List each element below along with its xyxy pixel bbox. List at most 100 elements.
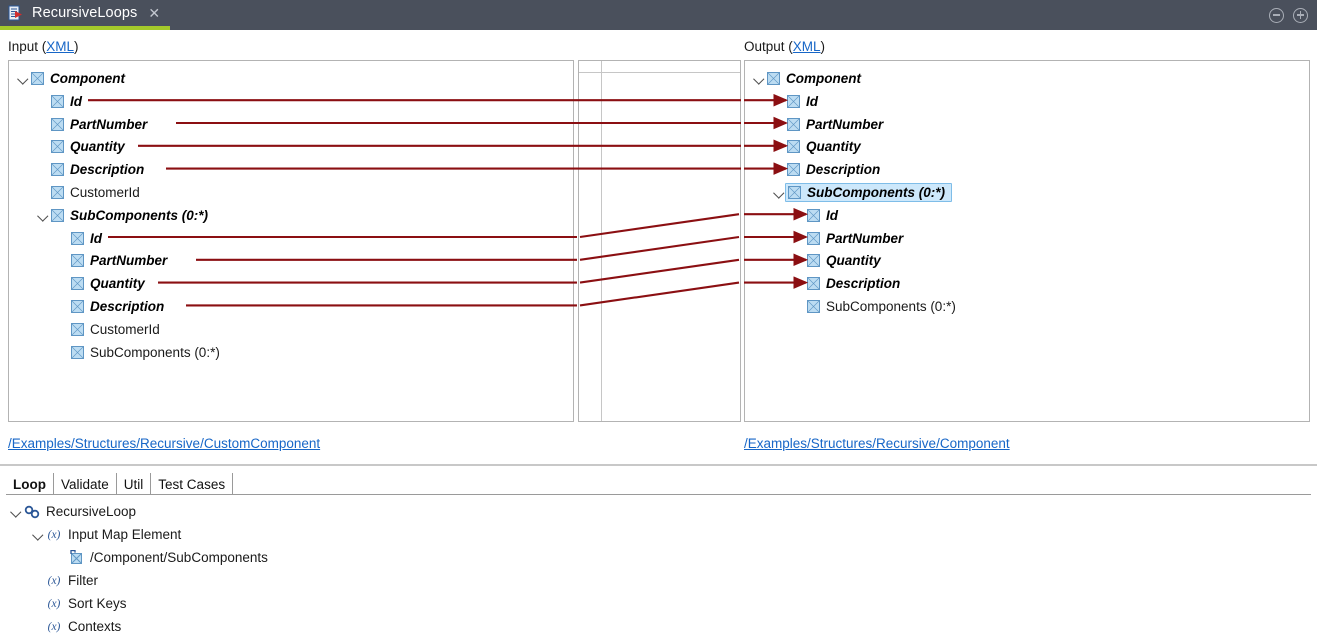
output-label-suffix: ) [820, 39, 826, 54]
input-node-label: PartNumber [90, 253, 168, 269]
input-node-label: Quantity [90, 276, 145, 292]
element-icon [767, 72, 780, 85]
output-node-label: Description [826, 276, 901, 292]
input-tree-row[interactable]: Quantity [35, 135, 125, 158]
chevron-down-icon[interactable] [771, 185, 787, 201]
element-icon [787, 117, 800, 131]
chevron-down-icon[interactable] [15, 71, 31, 87]
input-node-label: CustomerId [70, 185, 140, 200]
input-tree-row[interactable]: Component [15, 67, 125, 90]
loop-tree-row[interactable]: /Component/SubComponents [52, 546, 268, 569]
chevron-down-icon[interactable] [35, 207, 51, 223]
input-tree-row[interactable]: CustomerId [35, 181, 140, 204]
element-icon [71, 231, 84, 245]
input-node-label: Id [90, 230, 102, 246]
loop-node-label: Sort Keys [68, 596, 127, 611]
output-xml-link[interactable]: XML [792, 39, 821, 54]
bottom-tab-util[interactable]: Util [117, 473, 152, 495]
output-tree-row[interactable]: Component [751, 67, 861, 90]
chevron-down-icon[interactable] [30, 527, 46, 543]
input-tree-row[interactable]: Description [35, 158, 144, 181]
output-node-label: SubComponents (0:*) [807, 185, 945, 200]
input-tree-row[interactable]: Id [55, 227, 102, 250]
input-tree-row[interactable]: Quantity [55, 272, 145, 295]
output-tree-row[interactable]: PartNumber [791, 227, 903, 250]
chevron-down-icon[interactable] [8, 504, 24, 520]
bottom-tab-validate[interactable]: Validate [54, 473, 117, 495]
input-node-label: Quantity [70, 139, 125, 155]
selected-node-highlight[interactable]: SubComponents (0:*) [785, 183, 952, 202]
output-node-label: PartNumber [826, 230, 904, 246]
output-tree-row[interactable]: Description [771, 158, 880, 181]
loop-node-label: Contexts [68, 619, 122, 634]
output-pane-label: Output (XML) [744, 39, 825, 54]
output-tree-row[interactable]: Description [791, 272, 900, 295]
element-icon [51, 140, 64, 154]
output-tree-row[interactable]: Id [771, 90, 818, 113]
input-tree-row[interactable]: Description [55, 295, 164, 318]
zoom-out-icon[interactable] [1269, 7, 1284, 23]
input-tree-row[interactable]: Id [35, 90, 82, 113]
loop-tree-row[interactable]: (x)Contexts [30, 615, 122, 638]
loop-tree-row[interactable]: (x) Sort Keys [30, 592, 127, 615]
input-label-suffix: ) [74, 39, 79, 54]
loop-node-label: RecursiveLoop [46, 504, 137, 519]
input-node-label: CustomerId [90, 321, 160, 337]
mapping-grid-panel[interactable] [578, 60, 741, 422]
tab-recursiveloops[interactable]: RecursiveLoops ✕ [0, 0, 171, 30]
element-icon [71, 254, 84, 268]
map-document-icon [8, 5, 25, 22]
element-icon [51, 117, 64, 131]
input-xml-link[interactable]: XML [46, 39, 75, 54]
bottom-tab-loop[interactable]: Loop [6, 473, 54, 495]
title-bar: RecursiveLoops ✕ [0, 0, 1317, 30]
loop-tree-row[interactable]: (x)Input Map Element [30, 523, 182, 546]
element-icon [787, 163, 800, 177]
function-icon: (x) [47, 597, 61, 610]
chevron-down-icon[interactable] [751, 71, 767, 87]
element-icon [71, 345, 84, 359]
zoom-in-icon[interactable] [1293, 7, 1308, 23]
element-icon [807, 208, 820, 222]
input-tree-row[interactable]: CustomerId [55, 318, 160, 341]
window-controls [1269, 7, 1317, 23]
input-label-prefix: Input ( [8, 39, 47, 54]
input-path-link[interactable]: /Examples/Structures/Recursive/CustomCom… [8, 436, 321, 451]
grid-dash-pattern [579, 61, 740, 421]
element-icon [51, 163, 64, 177]
element-icon [807, 231, 820, 245]
output-path-link[interactable]: /Examples/Structures/Recursive/Component [744, 436, 1010, 451]
close-icon[interactable]: ✕ [148, 5, 161, 21]
output-tree-row[interactable]: Quantity [791, 249, 881, 272]
map-element-icon [68, 549, 84, 565]
loop-tree-row[interactable]: (x)Filter [30, 569, 98, 592]
input-node-label: PartNumber [70, 116, 148, 132]
element-icon [807, 254, 820, 268]
input-node-label: Component [50, 71, 125, 86]
input-tree-row[interactable]: SubComponents (0:*) [55, 341, 220, 364]
output-node-label: Component [786, 71, 861, 86]
output-tree-row[interactable]: SubComponents (0:*) [791, 295, 956, 318]
output-tree-row[interactable]: Quantity [771, 135, 861, 158]
output-node-label: Quantity [806, 139, 861, 155]
loop-node-label: Filter [68, 573, 98, 588]
element-icon [807, 300, 820, 313]
bottom-tab-test-cases[interactable]: Test Cases [151, 473, 234, 495]
tab-label: RecursiveLoops [32, 5, 138, 21]
element-icon [787, 94, 800, 108]
output-tree-row[interactable]: SubComponents (0:*) [771, 181, 952, 204]
input-tree-row[interactable]: PartNumber [35, 113, 147, 136]
element-icon [787, 140, 800, 154]
input-tree-row[interactable]: PartNumber [55, 249, 167, 272]
input-pane-label: Input (XML) [8, 39, 79, 54]
input-tree-row[interactable]: SubComponents (0:*) [35, 204, 208, 227]
element-icon [71, 277, 84, 291]
output-tree-row[interactable]: PartNumber [771, 113, 883, 136]
element-icon [71, 300, 84, 313]
loop-tree-row[interactable]: RecursiveLoop [8, 500, 136, 523]
output-tree-row[interactable]: Id [791, 204, 838, 227]
loop-node-label: Input Map Element [68, 527, 182, 542]
